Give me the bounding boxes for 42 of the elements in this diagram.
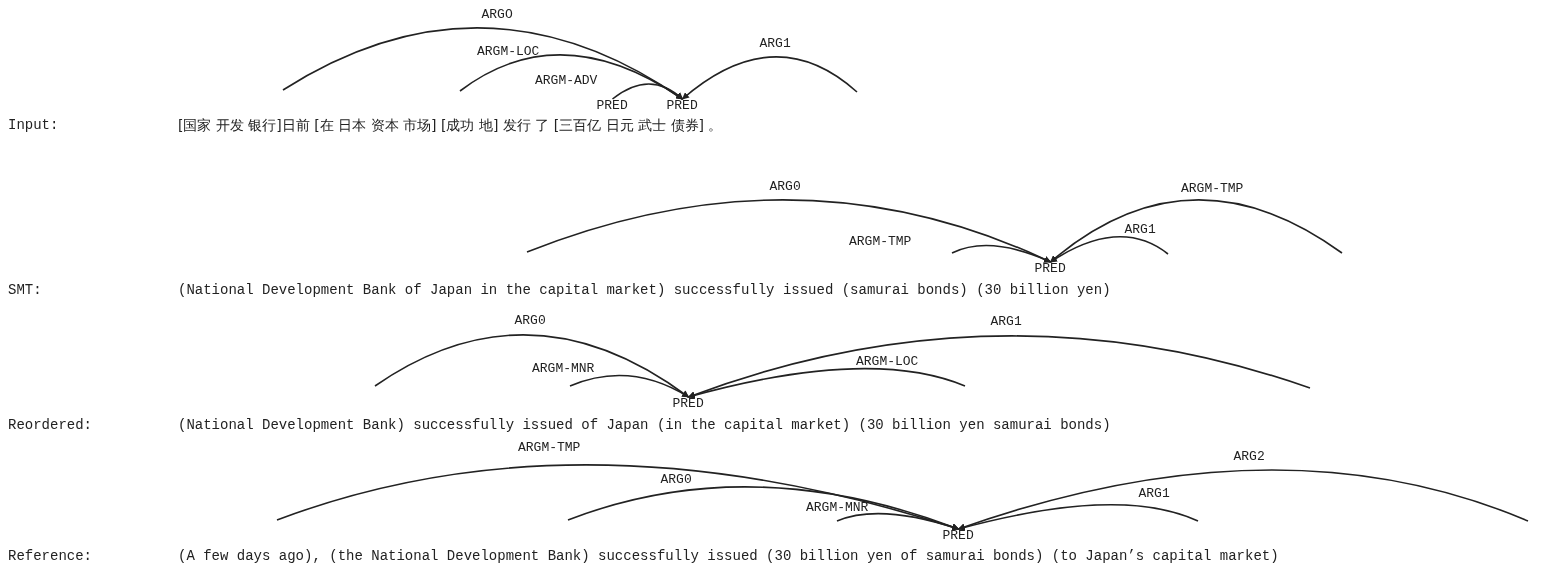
row-label: Reordered: — [8, 418, 92, 432]
edge-label: ARGM-MNR — [806, 500, 869, 514]
sentence-text: (National Development Bank of Japan in the capital market) successfully issued (samurai bonds) (30 billion yen) — [178, 283, 1111, 297]
edge-label: ARGM-LOC — [856, 354, 919, 368]
row-label: Input: — [8, 118, 59, 132]
edge-label: ARG1 — [1124, 222, 1156, 236]
edge-label: ARG1 — [990, 314, 1022, 328]
edge-label: ARG0 — [769, 179, 801, 193]
arc-arrow — [374, 334, 690, 398]
arc-arrow — [569, 374, 690, 398]
edge-label: ARGM-ADV — [535, 73, 598, 87]
arc-arrow — [687, 367, 966, 399]
edge-label: ARGM-TMP — [849, 234, 912, 248]
edge-label: ARGM-MNR — [532, 361, 595, 375]
arc-arrow — [957, 504, 1199, 531]
edge-label: ARG1 — [759, 36, 791, 50]
predicate-label: PRED — [942, 529, 974, 542]
predicate-label: PRED — [1034, 262, 1066, 275]
arc-arrow — [611, 83, 684, 100]
sentence-text: [国家 开发 银行]日前 [在 日本 资本 市场] [成功 地] 发行 了 [三百亿 日元 武士 债券] 。 — [178, 118, 723, 132]
edge-label: ARG0 — [660, 472, 692, 486]
edge-label: ARG1 — [1138, 486, 1170, 500]
sentence-text: (A few days ago), (the National Development Bank) successfully issued (30 billion yen of samurai bonds) (to Japan’s capital market) — [178, 549, 1279, 563]
predicate-label: PRED — [666, 99, 698, 112]
row-label: Reference: — [8, 549, 92, 563]
arc-arrow — [957, 469, 1529, 531]
arc-arrow — [1049, 199, 1343, 263]
sentence-text: (National Development Bank) successfully issued of Japan (in the capital market) (30 billion yen samurai bonds) — [178, 418, 1111, 432]
predicate-label: PRED — [672, 397, 704, 410]
edge-label: ARG2 — [1233, 449, 1265, 463]
arc-arrow — [567, 486, 960, 531]
edge-label: ARGO — [481, 7, 513, 21]
edge-label: ARGM-TMP — [518, 440, 581, 454]
arc-arrow — [836, 512, 960, 531]
arc-arrow — [951, 244, 1052, 263]
arc-arrow — [687, 335, 1311, 399]
edge-label: ARGM-TMP — [1181, 181, 1244, 195]
edge-label: ARGM-LOC — [477, 44, 540, 58]
arc-arrow — [681, 56, 858, 100]
row-label: SMT: — [8, 283, 42, 297]
predicate-label: PRED — [596, 99, 628, 112]
edge-label: ARG0 — [514, 313, 546, 327]
